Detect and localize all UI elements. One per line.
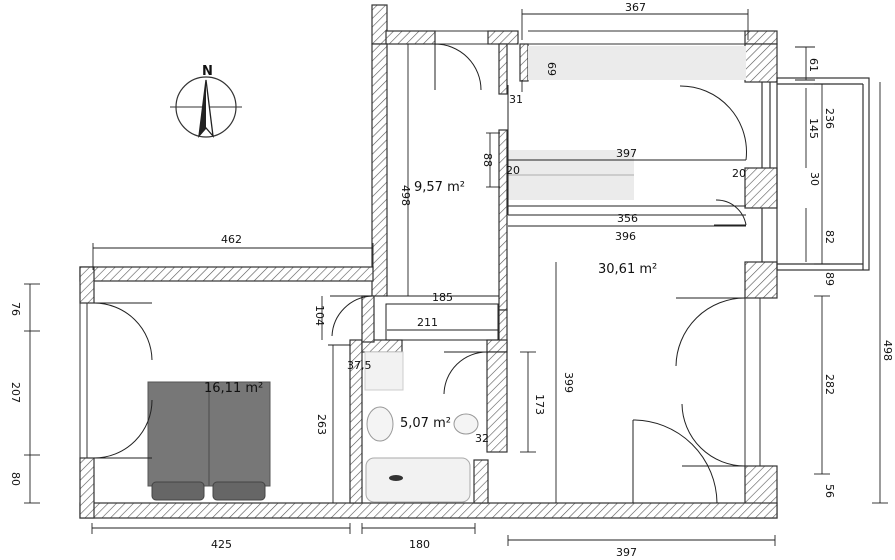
dim-356: 356: [617, 212, 638, 225]
dim-20a: 20: [506, 164, 520, 177]
dim-367: 367: [625, 1, 646, 14]
dim-61: 61: [807, 58, 820, 72]
dim-396: 396: [615, 230, 636, 243]
bathtub-icon: [365, 457, 471, 503]
wall-hall-inner-corner: [519, 43, 529, 82]
door-hall-top: [434, 43, 482, 91]
door-bath: [443, 351, 488, 395]
fixtures: [147, 46, 746, 503]
dim-498-right: 498: [881, 340, 894, 361]
room-area-bedroom: 16,11 m²: [204, 381, 263, 396]
dim-88: 88: [481, 153, 494, 167]
dim-180: 180: [409, 538, 430, 551]
walls: [79, 4, 778, 519]
dim-31: 31: [509, 93, 523, 106]
dim-236: 236: [823, 108, 836, 129]
door-bedroom-left-b: [93, 399, 153, 459]
compass-north-label: N: [202, 64, 213, 79]
door-living-right-a: [675, 297, 746, 367]
wall-hall-bottom-2: [486, 339, 508, 353]
dim-399: 399: [562, 372, 575, 393]
dim-104: 104: [313, 305, 326, 326]
dim-56: 56: [823, 484, 836, 498]
door-living-top: [679, 85, 747, 161]
wall-bedroom-right-stub: [361, 295, 375, 343]
dim-462: 462: [221, 233, 242, 246]
wall-bottom: [79, 502, 778, 519]
dim-263: 263: [315, 414, 328, 435]
dim-211: 211: [417, 316, 438, 329]
dim-89: 89: [823, 272, 836, 286]
dim-76: 76: [9, 302, 22, 316]
wall-living-right-low: [744, 261, 778, 299]
dim-82: 82: [823, 230, 836, 244]
door-living-balcony: [714, 199, 747, 226]
door-bedroom-left-a: [93, 302, 153, 361]
wall-top-right: [744, 30, 778, 45]
wall-top-mid: [487, 30, 519, 45]
wall-hall-living-2: [498, 129, 508, 311]
room-area-bath: 5,07 m²: [400, 416, 451, 431]
drain-icon: [389, 475, 403, 481]
dim-80: 80: [9, 472, 22, 486]
wall-hall-living: [498, 43, 508, 95]
wall-bed-bath: [349, 339, 363, 504]
wall-bath-right-low: [473, 459, 489, 504]
dimension-lines: [24, 9, 888, 546]
compass: N: [170, 64, 242, 139]
dim-282: 282: [823, 374, 836, 395]
room-area-hall: 9,57 m²: [414, 180, 465, 195]
wall-bedroom-left-bottom: [79, 457, 95, 519]
wall-living-right-top: [744, 43, 778, 83]
dim-32: 32: [475, 432, 489, 445]
dim-207: 207: [9, 382, 22, 403]
balcony: [761, 77, 870, 271]
wall-bedroom-left-top: [79, 266, 95, 304]
door-living-right-b: [681, 403, 746, 467]
pillow-right-icon: [212, 481, 266, 501]
wardrobe-top: [528, 46, 746, 80]
pillow-left-icon: [151, 481, 205, 501]
toilet-icon: [366, 406, 394, 442]
wall-living-right-mid: [744, 167, 778, 209]
dim-498-hall: 498: [399, 185, 412, 206]
dimension-labels: 367 69 31 61 236 145 88 397 20 20 30 498…: [9, 1, 894, 559]
wall-bedroom-top: [79, 266, 374, 282]
sink-cabinet-icon: [364, 351, 404, 391]
wall-top: [385, 30, 436, 45]
wall-hall-left: [371, 43, 388, 297]
room-area-living: 30,61 m²: [598, 262, 657, 277]
dim-397-bottom: 397: [616, 546, 637, 559]
dim-69: 69: [545, 62, 558, 76]
dim-173: 173: [533, 394, 546, 415]
door-living-bottom: [632, 419, 718, 504]
dim-185: 185: [432, 291, 453, 304]
dim-20b: 20: [732, 167, 746, 180]
dim-145: 145: [807, 118, 820, 139]
dim-425: 425: [211, 538, 232, 551]
dim-397-mid: 397: [616, 147, 637, 160]
wall-bath-right: [486, 351, 508, 453]
room-labels: 9,57 m² 30,61 m² 16,11 m² 5,07 m²: [204, 180, 657, 431]
bidet-icon: [453, 413, 479, 435]
windows: [79, 30, 761, 466]
dim-30: 30: [808, 172, 821, 186]
wall-top-left: [371, 4, 388, 45]
dim-37-5: 37,5: [347, 359, 372, 372]
door-bedroom: [330, 295, 373, 337]
